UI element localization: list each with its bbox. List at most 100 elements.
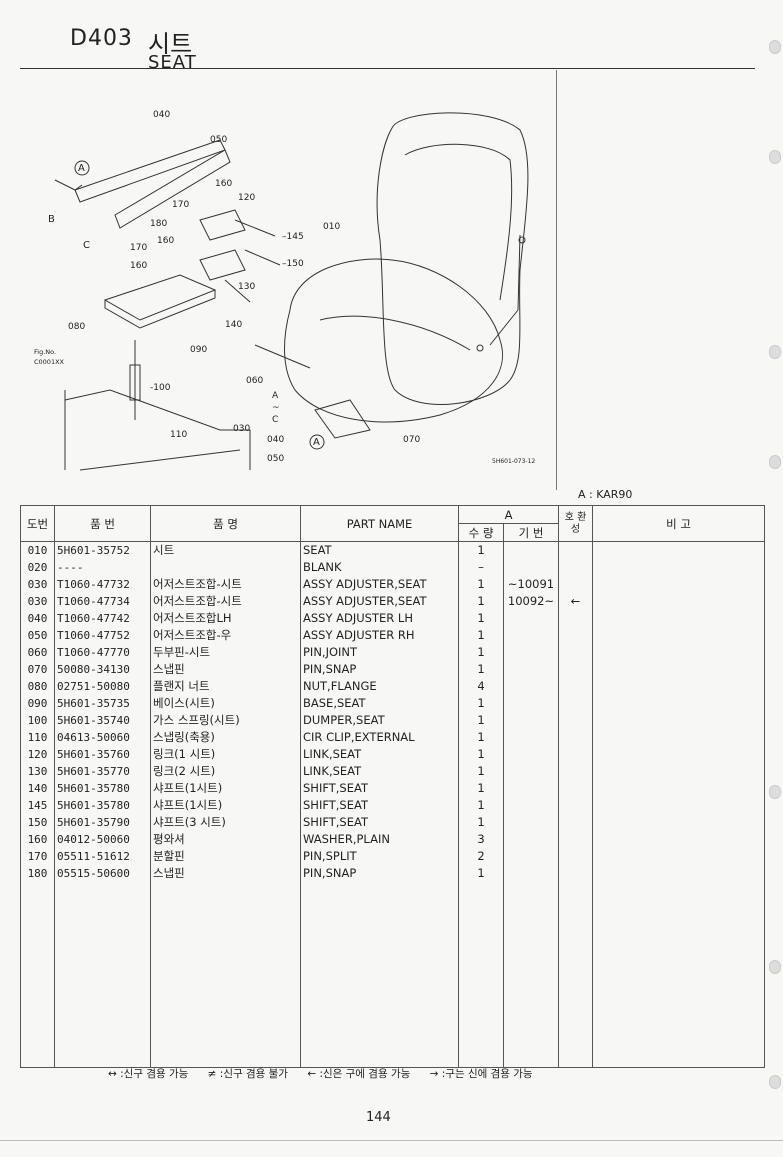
row-remarks <box>592 610 765 627</box>
row-base <box>503 746 559 763</box>
row-no: 030 <box>20 593 55 610</box>
header-group-a: A <box>458 505 559 524</box>
empty-cell <box>300 882 459 1068</box>
row-interchange <box>558 746 593 763</box>
row-qty: 2 <box>458 848 504 865</box>
row-part-name: SHIFT,SEAT <box>300 780 459 797</box>
row-base <box>503 780 559 797</box>
row-no: 145 <box>20 797 55 814</box>
callout-180: 180 <box>150 219 167 229</box>
row-no: 090 <box>20 695 55 712</box>
row-part-no: T1060-47742 <box>54 610 151 627</box>
fig-ref: C0001XX <box>34 358 65 366</box>
row-remarks <box>592 576 765 593</box>
callout-040b: 040 <box>267 435 284 445</box>
row-remarks <box>592 559 765 576</box>
row-remarks <box>592 865 765 882</box>
callout-145: –145 <box>282 232 304 242</box>
callout-090: 090 <box>190 345 207 355</box>
row-no: 110 <box>20 729 55 746</box>
row-no: 060 <box>20 644 55 661</box>
empty-cell <box>54 882 151 1068</box>
row-no: 150 <box>20 814 55 831</box>
row-base <box>503 814 559 831</box>
bracket-bolt <box>518 236 526 244</box>
empty-cell <box>592 882 765 1068</box>
row-interchange <box>558 763 593 780</box>
row-part-name: NUT,FLANGE <box>300 678 459 695</box>
callout-120: 120 <box>238 193 255 203</box>
row-interchange <box>558 644 593 661</box>
callouts: 040 050 160 120 170 180 160 170 –145 010… <box>34 110 535 465</box>
header-interchange: 호 환 성 <box>558 505 593 542</box>
row-interchange <box>558 797 593 814</box>
row-part-no: 50080-34130 <box>54 661 151 678</box>
adjuster-handle <box>54 179 83 191</box>
row-korean-name: 분할핀 <box>150 848 301 865</box>
seat-base-090 <box>103 274 217 321</box>
row-no: 160 <box>20 831 55 848</box>
row-qty: 1 <box>458 729 504 746</box>
snap-bracket-070 <box>314 399 371 439</box>
row-interchange <box>558 729 593 746</box>
row-qty: 1 <box>458 695 504 712</box>
row-korean-name: 평와셔 <box>150 831 301 848</box>
row-qty: 1 <box>458 814 504 831</box>
row-base <box>503 729 559 746</box>
row-korean-name: 어저스트조합-우 <box>150 627 301 644</box>
row-no: 050 <box>20 627 55 644</box>
row-base <box>503 712 559 729</box>
row-interchange <box>558 576 593 593</box>
binder-hole <box>769 345 781 359</box>
shaft-145 <box>234 219 276 237</box>
row-part-no: T1060-47734 <box>54 593 151 610</box>
callout-110: 110 <box>170 430 187 440</box>
row-qty: 1 <box>458 576 504 593</box>
figure-separator <box>556 70 557 490</box>
row-part-no: 5H601-35735 <box>54 695 151 712</box>
row-part-name: PIN,SNAP <box>300 661 459 678</box>
row-part-name: WASHER,PLAIN <box>300 831 459 848</box>
row-korean-name: 두부핀-시트 <box>150 644 301 661</box>
legend-item: → :구는 신에 겸용 가능 <box>429 1068 533 1080</box>
row-korean-name: 스냅핀 <box>150 661 301 678</box>
row-part-no: 04012-50060 <box>54 831 151 848</box>
row-part-no: 5H601-35780 <box>54 780 151 797</box>
binder-hole <box>769 455 781 469</box>
row-part-no: 05515-50600 <box>54 865 151 882</box>
row-part-no: 5H601-35770 <box>54 763 151 780</box>
shaft-140 <box>224 279 251 303</box>
row-korean-name: 어저스트조합-시트 <box>150 593 301 610</box>
row-part-no: 5H601-35740 <box>54 712 151 729</box>
row-interchange <box>558 831 593 848</box>
row-no: 140 <box>20 780 55 797</box>
row-remarks <box>592 814 765 831</box>
row-korean-name: 가스 스프링(시트) <box>150 712 301 729</box>
exploded-diagram: 040 050 160 120 170 180 160 170 –145 010… <box>34 110 535 471</box>
row-part-name: BLANK <box>300 559 459 576</box>
row-part-name: PIN,SPLIT <box>300 848 459 865</box>
seat-backrest <box>376 112 529 405</box>
row-qty: 4 <box>458 678 504 695</box>
seat-cushion <box>284 258 503 423</box>
header-no: 도번 <box>20 505 55 542</box>
row-qty: 1 <box>458 661 504 678</box>
row-interchange <box>558 695 593 712</box>
callout-060: 060 <box>246 376 263 386</box>
callout-170b: 170 <box>130 243 147 253</box>
row-base <box>503 848 559 865</box>
row-part-name: SHIFT,SEAT <box>300 797 459 814</box>
link-120 <box>199 209 246 241</box>
row-interchange <box>558 848 593 865</box>
row-base <box>503 695 559 712</box>
parts-table: 도번 품 번 품 명 PART NAME A 호 환 성 비 고 수 량 기 번… <box>20 505 765 1068</box>
row-korean-name: 샤프트(3 시트) <box>150 814 301 831</box>
